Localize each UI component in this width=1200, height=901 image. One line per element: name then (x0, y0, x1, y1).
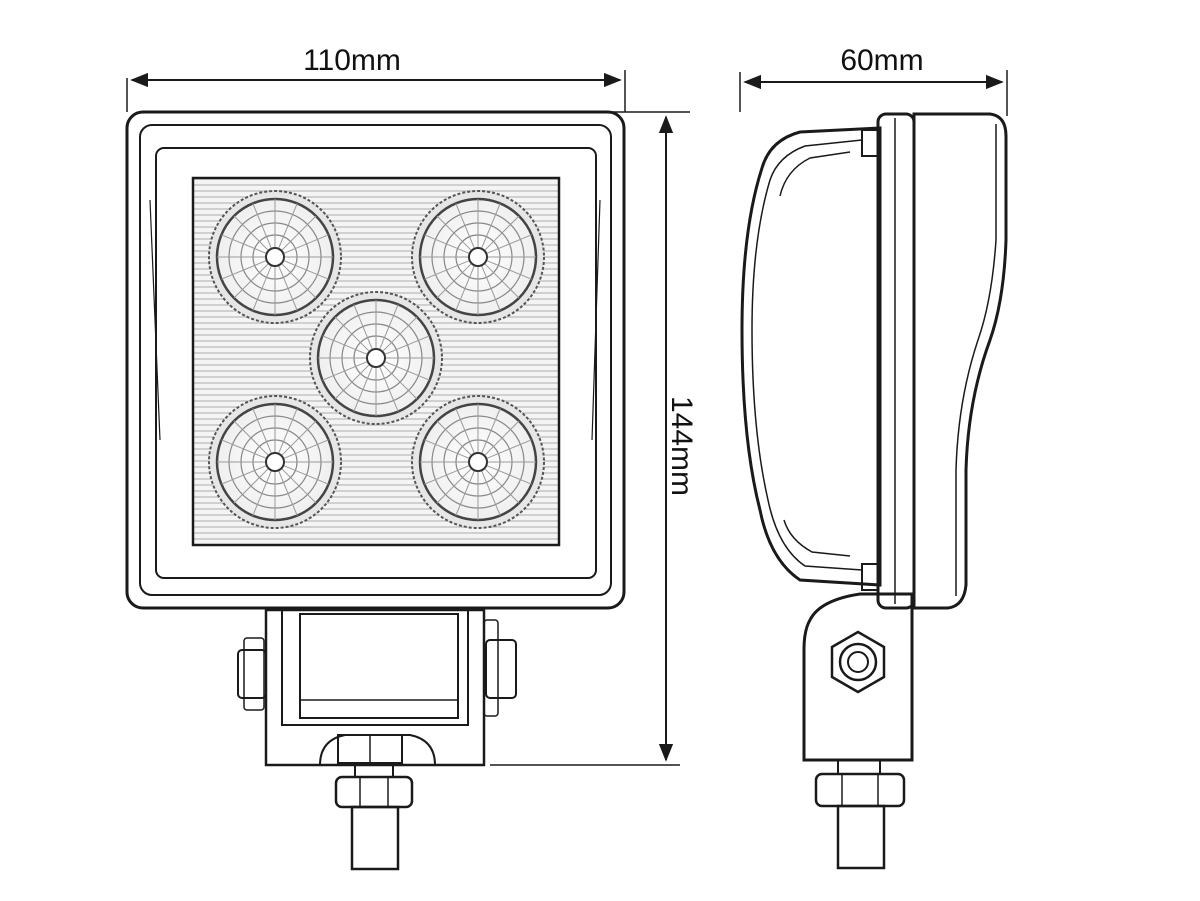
led-array (208, 190, 545, 529)
side-housing-body (740, 126, 882, 587)
right-bolt-nut (485, 639, 517, 699)
side-bracket-arm (802, 592, 914, 762)
mounting-bracket (237, 608, 517, 767)
front-view: 110mm 144mm (125, 44, 698, 871)
depth-label: 60mm (840, 44, 923, 77)
width-label: 110mm (303, 44, 401, 77)
height-dimension: 144mm (490, 111, 698, 766)
height-label: 144mm (665, 396, 698, 496)
front-housing-bezel (139, 124, 612, 596)
led-module (309, 291, 443, 425)
side-stud-bolt (814, 759, 906, 870)
side-front-bezel (876, 112, 916, 610)
front-housing-outer (125, 110, 626, 610)
depth-dimension: 60mm (739, 44, 1008, 116)
left-bolt-nut (237, 649, 267, 699)
led-module (208, 190, 342, 324)
led-module (411, 190, 545, 324)
front-stud-bolt (334, 764, 414, 871)
side-lens-cover (912, 112, 1008, 610)
led-module (411, 395, 545, 529)
side-pivot-bolt (830, 630, 886, 694)
led-module (208, 395, 342, 529)
side-view: 60mm (739, 44, 1008, 870)
front-housing-inner (155, 147, 597, 579)
width-dimension: 110mm (126, 44, 626, 112)
